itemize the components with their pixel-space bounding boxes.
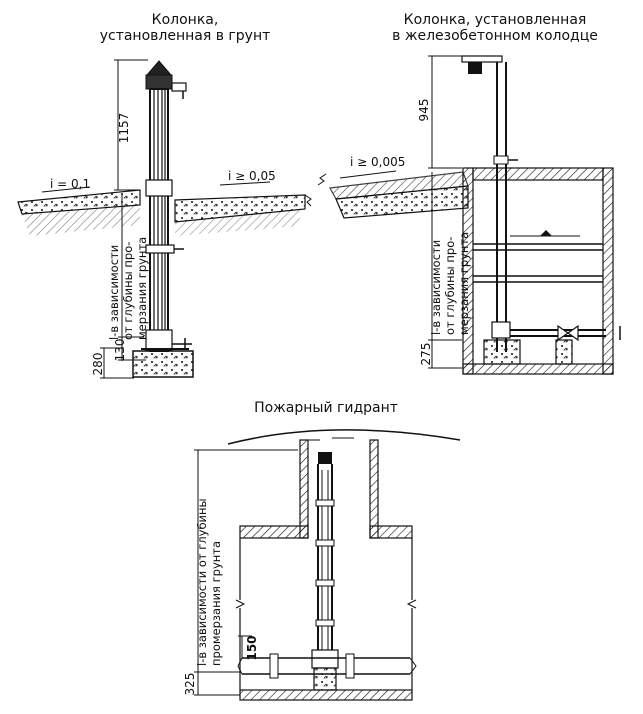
- left-title-line2: установленная в грунт: [100, 28, 271, 44]
- right-panel: Колонка, установленная в железобетонном …: [317, 12, 621, 375]
- right-title-line2: в железобетонном колодце: [392, 28, 598, 44]
- bottom-dim-depth: 325: [183, 449, 298, 696]
- left-depth-note-line2: от глубины про-: [121, 242, 135, 340]
- bottom-dim-325-label: 325: [183, 673, 197, 696]
- right-ground-slab: [317, 171, 469, 219]
- left-dim-130-label: 130: [113, 339, 127, 362]
- left-depth-note-line3: мерзания грунта: [135, 237, 149, 340]
- right-dim-depth: 275: [419, 172, 462, 369]
- left-depth-note: l-в зависимости от глубины про- мерзания…: [107, 237, 149, 340]
- bottom-depth-note: l-в зависимости от глубины промерзания г…: [195, 498, 223, 666]
- bottom-panel: Пожарный гидрант: [183, 400, 461, 701]
- left-dim-280-label: 280: [91, 353, 105, 376]
- right-depth-note-line2: от глубины про-: [443, 237, 457, 335]
- right-depth-note: l-в зависимости от глубины про- мерзания…: [429, 232, 471, 335]
- right-column: [461, 55, 621, 365]
- left-dim-depth: 130 280: [91, 194, 146, 379]
- right-dim-275-label: 275: [419, 343, 433, 366]
- left-slope-right: i ≥ 0,05: [228, 169, 276, 183]
- left-title-line1: Колонка,: [152, 12, 219, 28]
- bottom-depth-note-line1: l-в зависимости от глубины: [195, 498, 209, 666]
- right-dim-945-label: 945: [417, 99, 431, 122]
- bottom-dim-150: 150: [238, 635, 259, 661]
- left-foundation: [132, 350, 194, 378]
- bottom-main-pipe: [237, 653, 417, 679]
- left-slope-labels: i = 0,1 i ≥ 0,05: [41, 169, 276, 193]
- right-dim-945: 945: [417, 55, 462, 169]
- bottom-depth-note-line2: промерзания грунта: [209, 541, 223, 666]
- bottom-ground-line: [227, 429, 461, 445]
- left-slope-left: i = 0,1: [50, 177, 90, 191]
- left-depth-note-line1: l-в зависимости: [107, 245, 121, 340]
- bottom-hydrant: [311, 452, 339, 691]
- right-slope-label: i ≥ 0,005: [350, 155, 405, 169]
- bottom-title: Пожарный гидрант: [254, 400, 398, 416]
- bottom-dim-150-label: 150: [245, 635, 259, 660]
- left-dim-1157-label: 1157: [117, 113, 131, 144]
- left-panel: Колонка, установленная в грунт: [17, 12, 312, 379]
- left-dim-1157: 1157: [114, 59, 148, 191]
- left-ground-slab: [17, 189, 312, 236]
- left-column: [141, 60, 192, 352]
- right-depth-note-line1: l-в зависимости: [429, 240, 443, 335]
- right-depth-note-line3: мерзания грунта: [457, 232, 471, 335]
- right-title-line1: Колонка, установленная: [404, 12, 587, 28]
